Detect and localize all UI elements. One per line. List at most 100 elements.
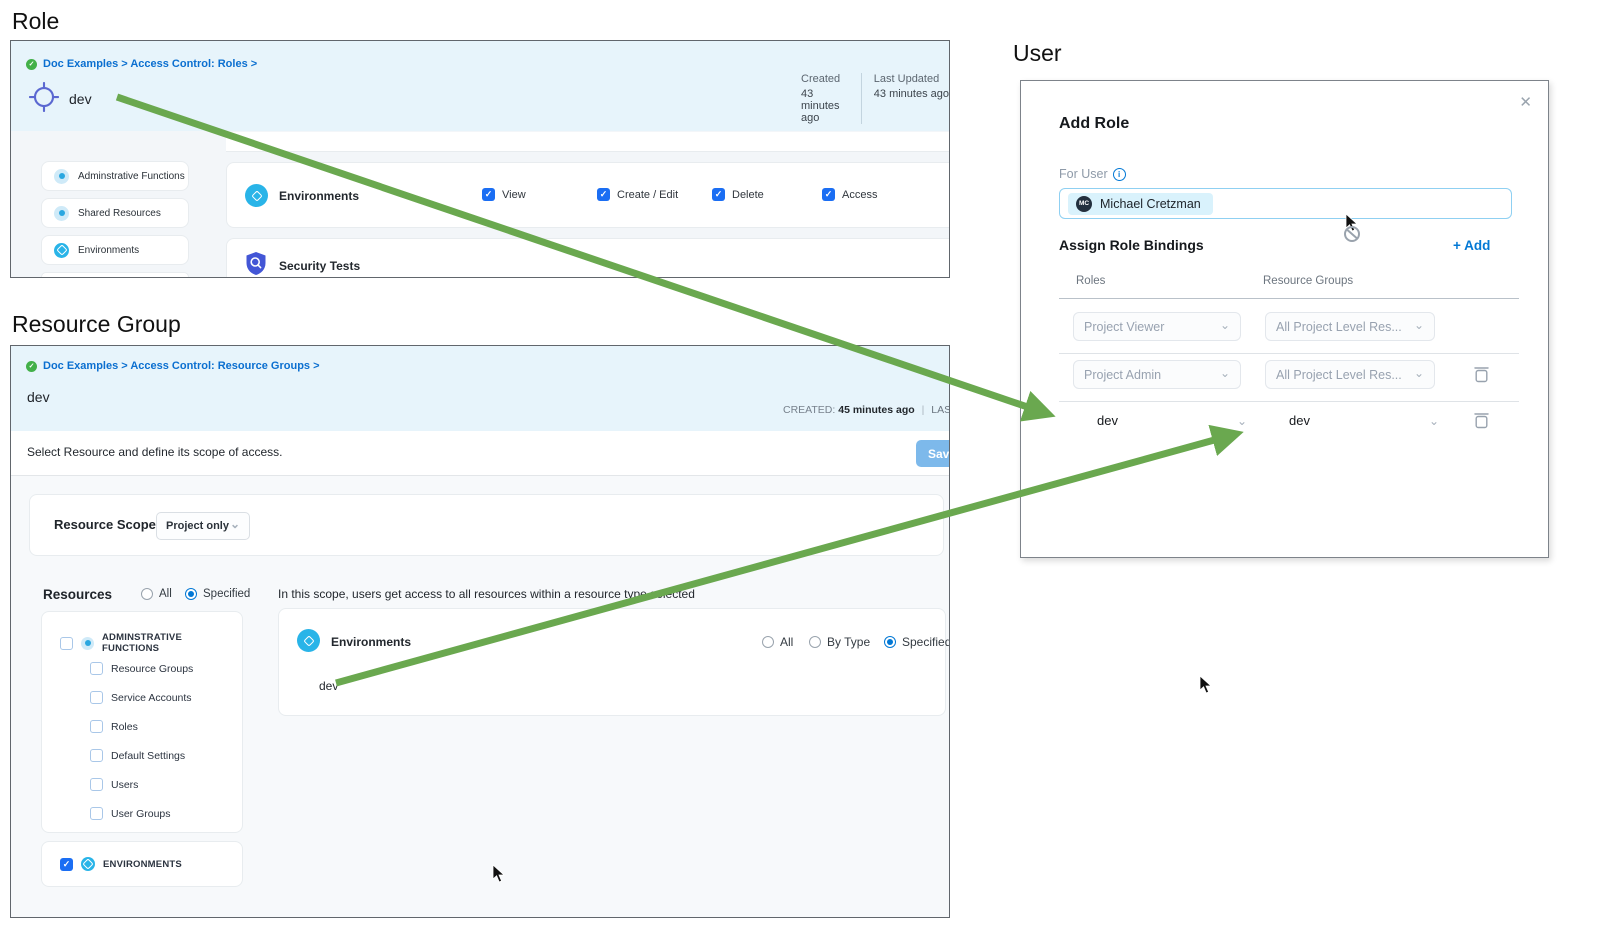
checkbox-checked-icon[interactable]: ✓ (597, 188, 610, 201)
sidebar-item-label: Adminstrative Functions (78, 170, 185, 182)
role-select-dev[interactable]: dev (1097, 413, 1118, 428)
role-select-project-admin[interactable]: Project Admin ⌄ (1073, 360, 1241, 389)
checkbox-unchecked-icon[interactable] (90, 778, 103, 791)
rg-select-all-project[interactable]: All Project Level Res... ⌄ (1265, 312, 1435, 341)
rg-created-value: 45 minutes ago (838, 404, 915, 416)
env-radio-by-type[interactable]: By Type (809, 635, 870, 649)
tree-item-default-settings[interactable]: Default Settings (90, 749, 185, 762)
add-binding-button[interactable]: + Add (1453, 238, 1491, 253)
close-icon[interactable]: ✕ (1519, 94, 1532, 111)
rg-subtitle-bar: Select Resource and define its scope of … (11, 431, 949, 476)
checkbox-unchecked-icon[interactable] (90, 749, 103, 762)
sidebar-item-administrative-functions[interactable]: Adminstrative Functions (41, 161, 189, 191)
environments-tree-card[interactable]: ✓ ENVIRONMENTS (41, 841, 243, 887)
for-user-label: For User (1059, 167, 1108, 181)
permission-delete[interactable]: ✓ Delete (712, 188, 764, 201)
user-search-input[interactable]: MC Michael Cretzman (1059, 188, 1512, 219)
tree-parent-administrative-functions[interactable]: ADMINSTRATIVE FUNCTIONS (60, 632, 242, 654)
permission-view[interactable]: ✓ View (482, 188, 526, 201)
rg-select-all-project[interactable]: All Project Level Res... ⌄ (1265, 360, 1435, 389)
resources-radio-specified[interactable]: Specified (185, 588, 250, 600)
resource-scope-value: Project only (166, 520, 229, 532)
permission-row-partial (226, 132, 949, 152)
tree-item-label: Resource Groups (111, 662, 194, 675)
role-panel-header: ✓ Doc Examples > Access Control: Roles >… (11, 41, 949, 131)
assign-role-bindings-label: Assign Role Bindings (1059, 237, 1204, 253)
permission-create-edit[interactable]: ✓ Create / Edit (597, 188, 678, 201)
checkbox-unchecked-icon[interactable] (90, 807, 103, 820)
checkbox-label: Access (842, 188, 878, 201)
tree-item-resource-groups[interactable]: Resource Groups (90, 662, 193, 675)
sidebar-item-shared-resources[interactable]: Shared Resources (41, 198, 189, 228)
environments-icon (245, 184, 268, 207)
sidebar-item-label: Environments (78, 244, 140, 256)
resources-radio-all[interactable]: All (141, 588, 172, 600)
env-scope-card: Environments All By Type Specified dev (278, 608, 949, 716)
resources-label: Resources (43, 587, 113, 602)
divider (1059, 401, 1519, 402)
tree-item-label: Service Accounts (111, 691, 192, 704)
meta-divider (861, 73, 862, 124)
save-button[interactable]: Save (916, 440, 950, 467)
tree-item-label: Roles (111, 720, 138, 733)
checkbox-checked-icon[interactable]: ✓ (712, 188, 725, 201)
tree-item-roles[interactable]: Roles (90, 720, 138, 733)
tree-parent-environments[interactable]: ✓ ENVIRONMENTS (60, 857, 182, 871)
env-radio-specified[interactable]: Specified (884, 635, 949, 649)
env-scope-item-dev: dev (319, 679, 339, 693)
breadcrumb-text[interactable]: Doc Examples > Access Control: Roles > (43, 58, 258, 70)
breadcrumb-text[interactable]: Doc Examples > Access Control: Resource … (43, 360, 320, 372)
mouse-cursor (1199, 675, 1213, 694)
role-name: dev (69, 91, 92, 107)
permission-access[interactable]: ✓ Access (822, 188, 877, 201)
radio-label: By Type (827, 635, 871, 649)
user-chip[interactable]: MC Michael Cretzman (1068, 192, 1213, 215)
checkbox-unchecked-icon[interactable] (90, 691, 103, 704)
column-header-roles: Roles (1076, 275, 1106, 287)
checkbox-unchecked-icon[interactable] (60, 636, 73, 650)
tree-item-service-accounts[interactable]: Service Accounts (90, 691, 192, 704)
checkbox-unchecked-icon[interactable] (90, 662, 103, 675)
info-icon[interactable]: i (1112, 167, 1126, 181)
env-radio-all[interactable]: All (762, 635, 793, 649)
divider (1059, 353, 1519, 354)
delete-binding-icon[interactable] (1474, 412, 1489, 429)
checkbox-checked-icon[interactable]: ✓ (60, 857, 73, 871)
rg-select-dev[interactable]: dev (1289, 413, 1310, 428)
divider (1059, 298, 1519, 299)
radio-selected-icon[interactable] (185, 588, 197, 600)
created-value: 43 minutes ago (801, 88, 840, 124)
mouse-cursor (492, 864, 506, 883)
resource-category-icon (81, 636, 94, 650)
breadcrumb[interactable]: ✓ Doc Examples > Access Control: Roles > (26, 58, 257, 70)
radio-unselected-icon[interactable] (762, 636, 774, 648)
chevron-down-icon[interactable]: ⌄ (1429, 414, 1440, 428)
role-select-project-viewer[interactable]: Project Viewer ⌄ (1073, 312, 1241, 341)
breadcrumb[interactable]: ✓ Doc Examples > Access Control: Resourc… (26, 360, 320, 372)
checkbox-label: Delete (732, 188, 764, 201)
resource-scope-select[interactable]: Project only ⌄ (156, 512, 250, 540)
chevron-down-icon[interactable]: ⌄ (1237, 414, 1248, 428)
role-select-value: Project Admin (1084, 367, 1162, 382)
checkbox-label: Create / Edit (617, 188, 679, 201)
tree-item-users[interactable]: Users (90, 778, 138, 791)
radio-unselected-icon[interactable] (141, 588, 153, 600)
radio-unselected-icon[interactable] (809, 636, 821, 648)
for-user-row: For User i (1059, 167, 1126, 181)
avatar: MC (1076, 195, 1092, 212)
rg-select-value: All Project Level Res... (1276, 319, 1402, 334)
checkbox-checked-icon[interactable]: ✓ (482, 188, 495, 201)
column-header-resource-groups: Resource Groups (1263, 275, 1354, 287)
section-title-resource-group: Resource Group (12, 311, 181, 337)
meta-separator: | (921, 404, 925, 416)
save-button-label: Save (927, 446, 950, 461)
delete-binding-icon[interactable] (1474, 366, 1489, 383)
checkbox-unchecked-icon[interactable] (90, 720, 103, 733)
tree-item-user-groups[interactable]: User Groups (90, 807, 171, 820)
resource-scope-label: Resource Scope (54, 517, 156, 532)
permission-resource-label: Environments (279, 189, 360, 203)
radio-selected-icon[interactable] (884, 636, 896, 648)
sidebar-item-environments[interactable]: Environments (41, 235, 189, 265)
checkbox-checked-icon[interactable]: ✓ (822, 188, 835, 201)
